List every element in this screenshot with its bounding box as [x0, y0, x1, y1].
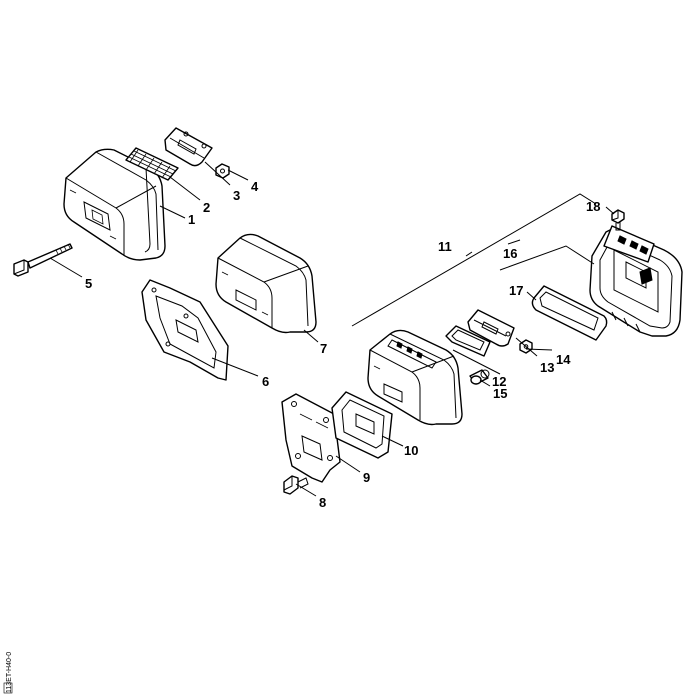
sleeve-part-15[interactable]: [469, 369, 490, 385]
mounting-plate-part-9[interactable]: [281, 393, 341, 483]
callout-17: 17: [509, 283, 523, 298]
muffler-housing-part-1[interactable]: [63, 148, 166, 261]
callout-8: 8: [319, 495, 326, 510]
leader-lines: [49, 161, 615, 497]
gasket-part-6[interactable]: [141, 279, 229, 381]
callout-10: 10: [404, 443, 418, 458]
callout-5: 5: [85, 276, 92, 291]
drawing-code: 113ET-H40-0: [6, 652, 13, 693]
gasket-part-10[interactable]: [331, 391, 393, 459]
callout-16: 16: [503, 246, 517, 261]
callout-13: 13: [540, 360, 554, 375]
bolt-part-5[interactable]: [13, 243, 73, 277]
muffler-shell-part-16[interactable]: [589, 225, 683, 337]
callout-3: 3: [233, 188, 240, 203]
callout-6: 6: [262, 374, 269, 389]
spark-screen-part-2[interactable]: [125, 147, 179, 181]
callout-14: 14: [556, 352, 571, 367]
callout-18: 18: [586, 199, 600, 214]
drawing-code-box: [3, 682, 13, 694]
callout-7: 7: [320, 341, 327, 356]
callout-labels: 1 2 3 4 5 6 7 8 9 10 11 12 13 14 15 16 1…: [85, 179, 600, 510]
gasket-part-12[interactable]: [445, 325, 491, 357]
callout-2: 2: [203, 200, 210, 215]
callout-15: 15: [493, 386, 507, 401]
baffle-plate-part-17[interactable]: [531, 285, 608, 341]
callout-12: 12: [492, 374, 506, 389]
screw-part-8[interactable]: [283, 475, 309, 495]
callout-9: 9: [363, 470, 370, 485]
callout-1: 1: [188, 212, 195, 227]
callout-4: 4: [251, 179, 259, 194]
cover-plate-part-13[interactable]: [467, 309, 515, 347]
screw-part-18[interactable]: [611, 209, 625, 231]
muffler-assembly-part-11[interactable]: [367, 329, 463, 426]
muffler-housing-part-7[interactable]: [215, 233, 317, 334]
nut-part-4[interactable]: [215, 163, 230, 179]
cover-plate-part-3[interactable]: [164, 127, 213, 167]
callout-11: 11: [438, 239, 452, 254]
